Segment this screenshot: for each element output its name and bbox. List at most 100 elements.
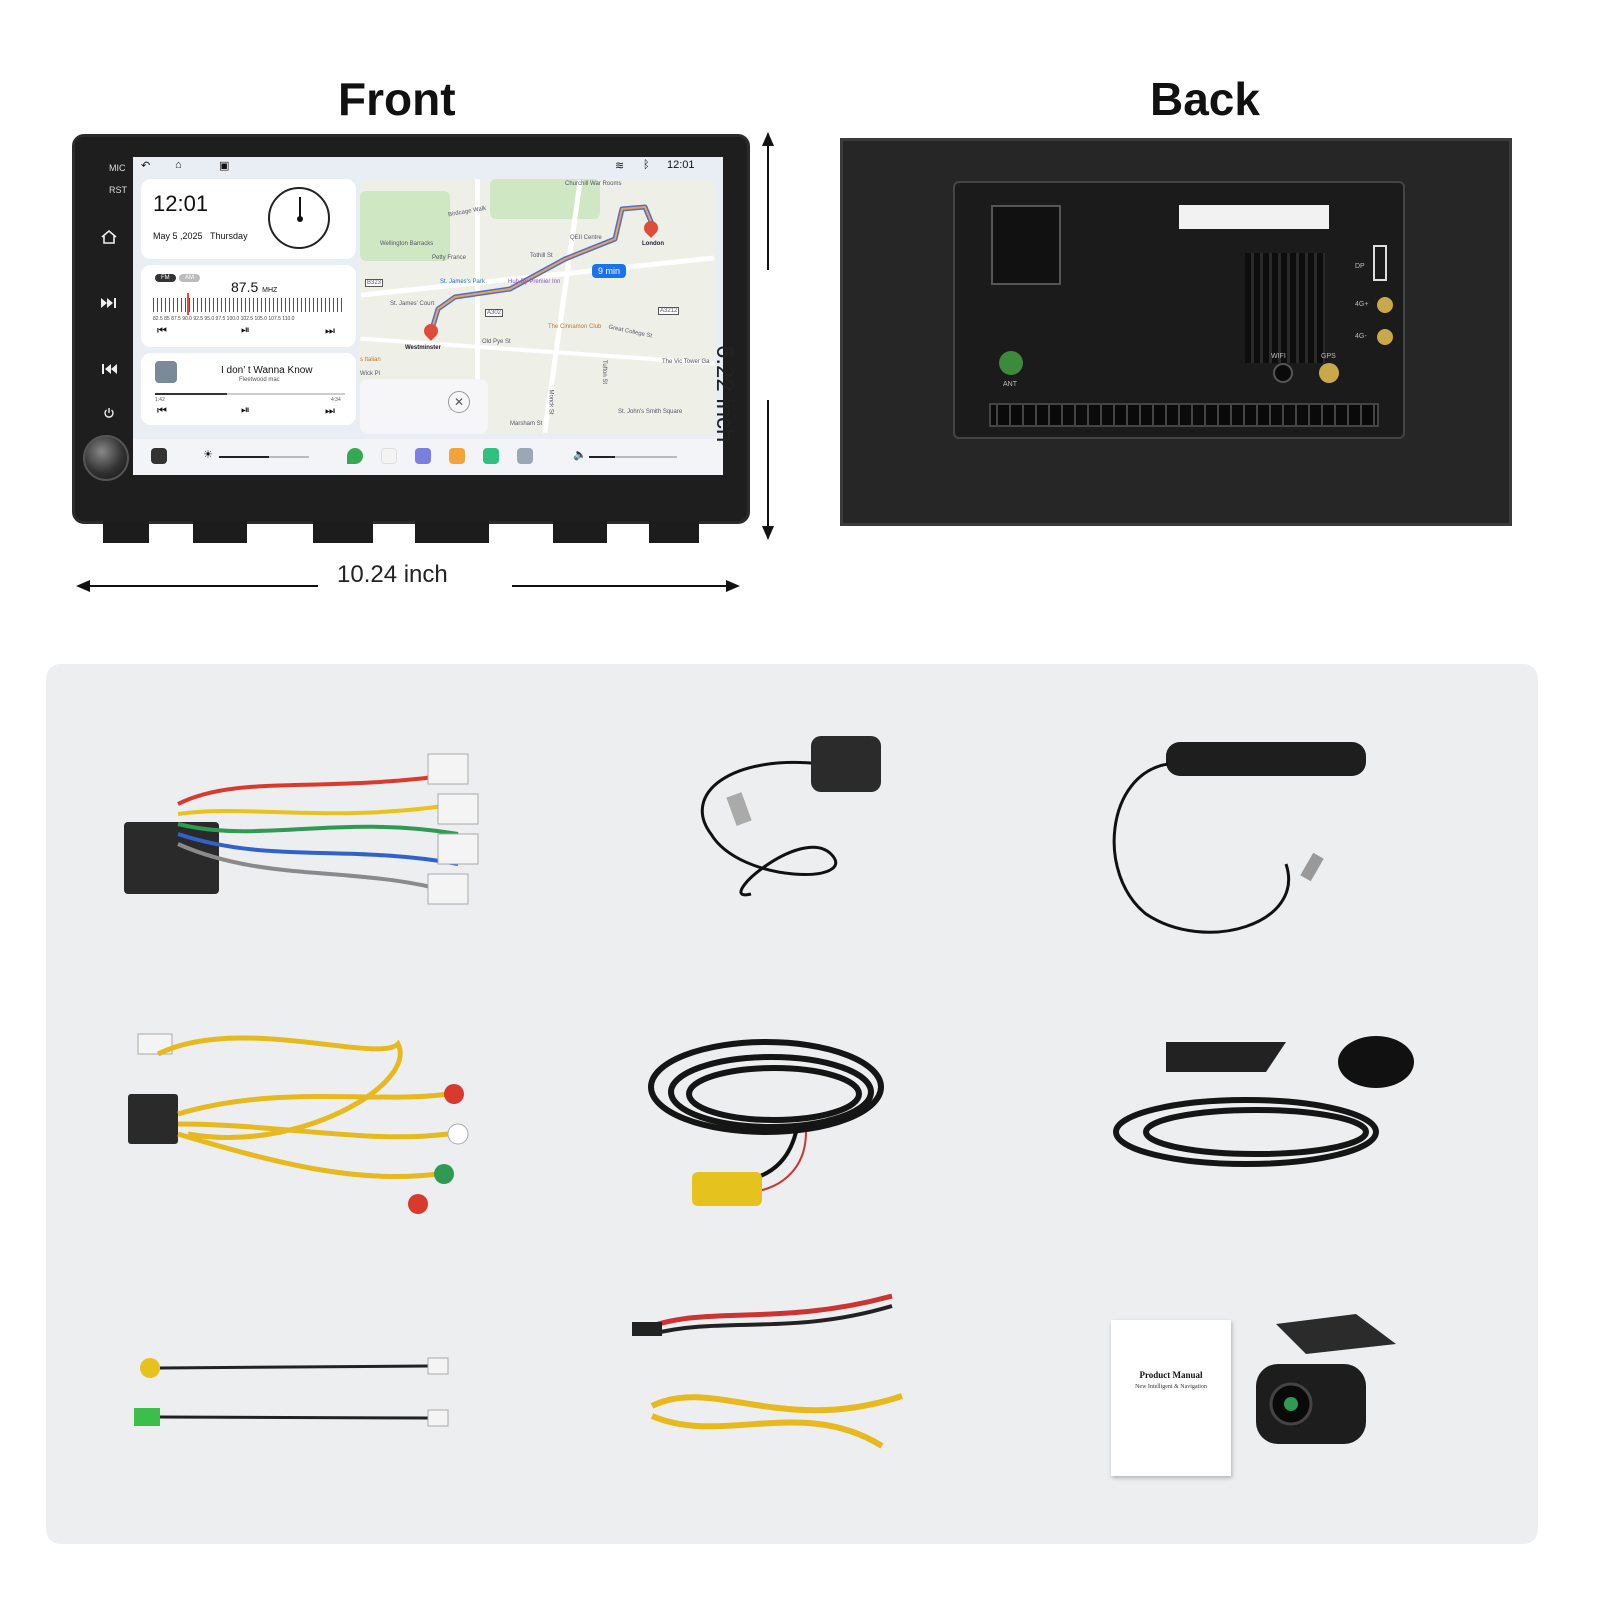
4g-minus-port bbox=[1377, 329, 1393, 345]
dp-port bbox=[1373, 245, 1387, 281]
radio-widget[interactable]: FM AM 87.5 MHZ 82.5 85 87.5 90.0 92.5 95… bbox=[141, 265, 356, 347]
microphone-accessory bbox=[1113, 1036, 1414, 1167]
dimension-arrows bbox=[76, 132, 774, 592]
brightness-slider[interactable] bbox=[219, 456, 309, 458]
radio-prev-icon[interactable]: ⏮ bbox=[157, 325, 167, 337]
previous-icon bbox=[102, 364, 117, 374]
gps-antenna-accessory bbox=[700, 736, 881, 897]
wifi-port bbox=[1273, 363, 1293, 383]
dp-label: DP bbox=[1355, 263, 1365, 270]
power-harness-accessory bbox=[124, 753, 479, 905]
clock-widget[interactable]: 12:01 May 5 ,2025 Thursday bbox=[141, 179, 356, 259]
bluetooth-icon: ᛒ bbox=[643, 159, 650, 171]
4g-plus-label: 4G+ bbox=[1355, 301, 1369, 308]
vent-slots bbox=[989, 403, 1379, 427]
wifi-label: WIFI bbox=[1271, 353, 1286, 360]
wifi-icon: ≋ bbox=[615, 160, 625, 172]
manual-title: Product Manual bbox=[1139, 1370, 1203, 1380]
am-toggle[interactable]: AM bbox=[179, 274, 200, 282]
mount-tab bbox=[103, 521, 149, 543]
map-label: QEII Centre bbox=[570, 235, 602, 241]
map-label: St. James' Court bbox=[390, 301, 435, 307]
front-head-unit: MIC RST ↶ ⌂ ▣ ≋ ᛒ 12:01 12:01 May 5 ,202… bbox=[72, 134, 750, 543]
tuning-scale: 82.5 85 87.5 90.0 92.5 95.0 97.5 100.0 1… bbox=[153, 316, 295, 322]
radio-next-icon[interactable]: ⏭ bbox=[325, 325, 335, 337]
launcher-icon[interactable] bbox=[151, 448, 167, 464]
frequency-unit: MHZ bbox=[262, 287, 278, 294]
elapsed-time: 1:42 bbox=[155, 397, 165, 403]
radio-app-icon[interactable] bbox=[415, 448, 431, 464]
mount-tab bbox=[415, 521, 489, 543]
map-overlay-panel: ✕ bbox=[360, 379, 488, 434]
song-progress-fill bbox=[155, 393, 228, 395]
map-label: St. John's Smith Square bbox=[618, 409, 683, 415]
tuning-marker bbox=[187, 293, 189, 315]
home-button[interactable] bbox=[97, 225, 121, 249]
clock-time: 12:01 bbox=[153, 191, 209, 216]
frequency-value: 87.5 bbox=[231, 279, 259, 295]
music-app-icon[interactable] bbox=[381, 448, 397, 464]
road-sign: A302 bbox=[485, 309, 504, 317]
white-connector-block bbox=[1179, 205, 1329, 229]
status-time: 12:01 bbox=[667, 159, 695, 171]
map-label: Tothill St bbox=[530, 253, 553, 259]
route-line bbox=[429, 204, 655, 330]
power-cables-accessory bbox=[632, 1293, 903, 1449]
home-icon[interactable]: ⌂ bbox=[175, 159, 182, 171]
status-bar: ↶ ⌂ ▣ ≋ ᛒ 12:01 bbox=[133, 157, 723, 175]
recent-apps-icon[interactable]: ▣ bbox=[219, 160, 230, 172]
clock-hand bbox=[299, 197, 301, 220]
map-label: The Cinnamon Club bbox=[548, 324, 602, 330]
next-track-button[interactable] bbox=[97, 291, 121, 315]
music-next-icon[interactable]: ⏭ bbox=[325, 405, 335, 417]
settings-app-icon[interactable] bbox=[517, 448, 533, 464]
dock-bar: ☀ 🔈 bbox=[133, 439, 723, 475]
video-app-icon[interactable] bbox=[449, 448, 465, 464]
music-prev-icon[interactable]: ⏮ bbox=[157, 405, 167, 417]
tuning-dial[interactable] bbox=[153, 298, 343, 312]
volume-slider[interactable] bbox=[589, 456, 677, 458]
prev-track-button[interactable] bbox=[97, 357, 121, 381]
road bbox=[475, 179, 480, 434]
road-sign: A3212 bbox=[658, 307, 680, 315]
map-label: Wick Pl bbox=[360, 371, 380, 377]
frequency-display: 87.5 MHZ bbox=[231, 279, 277, 295]
player-app-icon[interactable] bbox=[483, 448, 499, 464]
mount-tab bbox=[649, 521, 699, 543]
back-icon[interactable]: ↶ bbox=[141, 160, 151, 172]
map-label: St. James's Park bbox=[440, 279, 485, 285]
maps-app-icon[interactable] bbox=[347, 448, 363, 464]
main-connector bbox=[991, 205, 1061, 285]
date: May 5 ,2025 bbox=[153, 231, 203, 241]
radio-play-icon[interactable]: ⏯ bbox=[241, 324, 250, 336]
volume-knob[interactable] bbox=[83, 435, 129, 481]
music-widget[interactable]: I don’ t Wanna Know Fleetwood mac 1:42 4… bbox=[141, 353, 356, 425]
camera-adapter-cables-accessory bbox=[134, 1357, 449, 1427]
music-play-icon[interactable]: ⏯ bbox=[241, 404, 250, 416]
song-artist: Fleetwood mac bbox=[239, 377, 280, 383]
accessories-panel: Product Manual New Intelligent & Navigat… bbox=[46, 664, 1538, 1544]
rca-harness-accessory bbox=[128, 1033, 469, 1214]
close-icon[interactable]: ✕ bbox=[448, 391, 470, 413]
height-dimension: 6.22 inch bbox=[711, 345, 738, 443]
mount-tab bbox=[313, 521, 373, 543]
power-button[interactable] bbox=[97, 401, 121, 425]
4g-plus-port bbox=[1377, 297, 1393, 313]
mount-tab bbox=[193, 521, 247, 543]
ant-label: ANT bbox=[1003, 381, 1017, 388]
eta-badge: 9 min bbox=[592, 264, 627, 278]
4g-minus-label: 4G- bbox=[1355, 333, 1367, 340]
map-label: Marsham St bbox=[510, 421, 543, 427]
analog-clock bbox=[268, 187, 330, 249]
map-label: The Vic Tower Ga bbox=[662, 359, 710, 365]
fm-toggle[interactable]: FM bbox=[155, 274, 176, 282]
mount-tab bbox=[553, 521, 607, 543]
back-heading: Back bbox=[1150, 73, 1260, 125]
brightness-icon: ☀ bbox=[203, 449, 213, 461]
navigation-map[interactable]: 9 min Birdcage Walk Churchill War Rooms … bbox=[360, 179, 715, 434]
song-progress[interactable] bbox=[155, 393, 345, 395]
volume-fill bbox=[589, 456, 616, 458]
map-label: Hub By Premier Inn bbox=[508, 279, 561, 285]
radio-antenna-accessory bbox=[1112, 742, 1366, 934]
map-label: Westminster bbox=[405, 345, 441, 351]
